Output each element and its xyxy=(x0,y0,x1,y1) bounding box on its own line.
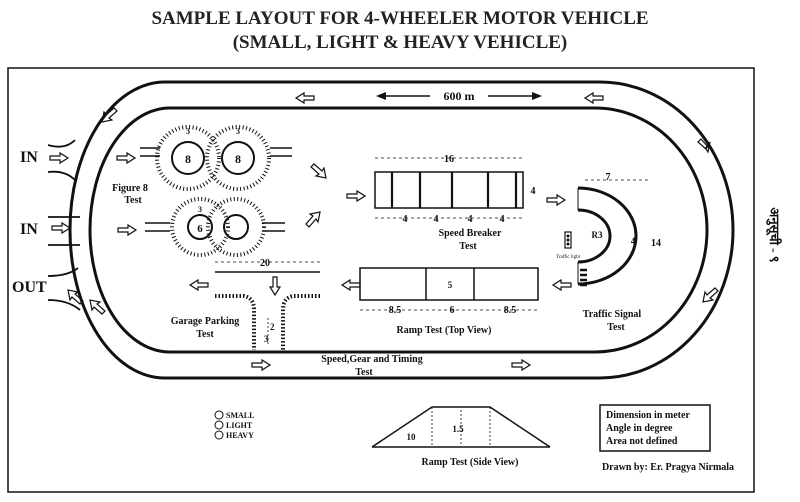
legend-item-heavy: HEAVY xyxy=(226,431,254,440)
speed-breaker-height: 4 xyxy=(531,186,536,197)
garage-depth-b: 3 xyxy=(264,334,269,344)
garage-parking-test: 20 2 3 xyxy=(215,258,320,350)
traffic-signal-label-line2: Test xyxy=(607,322,625,333)
speed-breaker-width: 16 xyxy=(444,154,454,165)
traffic-signal-right-dim: 14 xyxy=(651,238,661,249)
arrow-right-icon xyxy=(116,151,137,165)
traffic-light-label: Traffic light xyxy=(556,255,581,260)
note-area: Area not defined xyxy=(606,436,678,447)
arrow-down-icon xyxy=(268,276,282,297)
ramp-top-middle-dim: 6 xyxy=(450,305,455,316)
arrow-up-right-icon xyxy=(305,211,321,228)
speed-breaker-gap: 4 xyxy=(403,214,408,225)
speed-breaker-test: 16 4 4 4 4 4 xyxy=(374,154,536,225)
arrow-left-icon xyxy=(551,278,572,292)
arrow-left-icon xyxy=(340,278,361,292)
figure8-bottom-upper-dim: 3 xyxy=(198,205,202,214)
arrow-down-right-icon xyxy=(310,163,327,179)
track-length-label: 600 m xyxy=(444,89,475,103)
arrow-down-left-icon xyxy=(67,289,84,305)
legend-item-light: LIGHT xyxy=(226,421,253,430)
note-dimension: Dimension in meter xyxy=(606,410,690,421)
traffic-signal-test: 7 R3 4 14 Traffic light xyxy=(556,172,661,287)
speed-breaker-label-line1: Speed Breaker xyxy=(439,228,502,239)
traffic-light-icon xyxy=(564,231,572,249)
speed-gear-timing-label-line1: Speed,Gear and Timing xyxy=(321,354,422,365)
ramp-top-right-dim: 8.5 xyxy=(504,305,517,316)
title-line-2: (SMALL, LIGHT & HEAVY VEHICLE) xyxy=(233,32,568,53)
arrow-right-icon xyxy=(117,223,138,237)
figure8-bottom-left-dim: 6 xyxy=(197,223,203,235)
exit-label: OUT xyxy=(12,279,47,296)
direction-arrows xyxy=(49,91,719,372)
arrow-down-left-icon xyxy=(89,299,106,315)
ramp-top-label: Ramp Test (Top View) xyxy=(397,325,492,336)
arrow-right-icon xyxy=(511,358,532,372)
garage-depth-a: 2 xyxy=(270,322,275,332)
vehicle-legend: SMALL LIGHT HEAVY xyxy=(214,410,254,440)
entry-label-1: IN xyxy=(20,149,38,166)
arrow-up-right-icon xyxy=(697,138,711,154)
arrow-right-icon xyxy=(546,193,567,207)
arrow-down-left-icon xyxy=(702,287,719,303)
arrow-right-icon xyxy=(49,151,70,165)
notes-box: Dimension in meter Angle in degree Area … xyxy=(599,404,711,452)
ramp-side-view: 10 1.5 xyxy=(371,406,551,448)
speed-gear-timing-label-line2: Test xyxy=(355,367,373,378)
arrow-right-icon xyxy=(51,221,72,235)
traffic-signal-width-dim: 4 xyxy=(631,236,636,246)
ramp-top-left-dim: 8.5 xyxy=(389,305,402,316)
arrow-left-icon xyxy=(188,278,209,292)
arrow-left-icon xyxy=(583,91,604,105)
figure8-label-line2: Test xyxy=(124,195,142,206)
entry-lanes xyxy=(47,139,81,311)
track-length-dimension: 600 m xyxy=(376,89,542,103)
speed-breaker-gap: 4 xyxy=(434,214,439,225)
title-line-1: SAMPLE LAYOUT FOR 4-WHEELER MOTOR VEHICL… xyxy=(151,8,648,29)
outer-frame xyxy=(7,67,755,493)
traffic-signal-radius: R3 xyxy=(592,230,603,240)
figure8-test-top: 8 8 3 3 xyxy=(140,125,292,191)
speed-breaker-gap: 4 xyxy=(468,214,473,225)
traffic-signal-top-dim: 7 xyxy=(606,172,611,183)
garage-label-line2: Test xyxy=(196,329,214,340)
figure8-top-right-dim: 8 xyxy=(235,152,241,166)
figure8-top-dim-b: 3 xyxy=(236,127,240,136)
arrow-left-icon xyxy=(294,91,315,105)
entry-label-2: IN xyxy=(20,221,38,238)
margin-note: अनुसूची - ९ xyxy=(766,207,782,262)
arrow-up-left-icon xyxy=(101,107,118,123)
speed-breaker-label-line2: Test xyxy=(459,241,477,252)
figure8-test-bottom: 6 3 xyxy=(145,197,285,257)
arrow-right-icon xyxy=(251,358,272,372)
arrow-right-icon xyxy=(346,189,367,203)
garage-width-dim: 20 xyxy=(260,258,270,269)
track-outer-edge xyxy=(68,80,735,380)
ramp-side-angle: 10 xyxy=(407,432,417,442)
drawn-by: Drawn by: Er. Pragya Nirmala xyxy=(602,462,734,473)
legend-item-small: SMALL xyxy=(226,411,254,420)
speed-breaker-gap: 4 xyxy=(500,214,505,225)
traffic-signal-label-line1: Traffic Signal xyxy=(583,309,642,320)
figure8-top-left-dim: 8 xyxy=(185,152,191,166)
ramp-side-label: Ramp Test (Side View) xyxy=(422,457,519,468)
track-inner-edge xyxy=(88,106,709,354)
figure8-top-dim-a: 3 xyxy=(186,127,190,136)
ramp-top-view: 5 8.5 6 8.5 xyxy=(359,267,539,316)
figure8-label-line1: Figure 8 xyxy=(112,183,148,194)
ramp-top-center-dim: 5 xyxy=(448,280,453,290)
note-angle: Angle in degree xyxy=(606,423,673,434)
garage-label-line1: Garage Parking xyxy=(171,316,240,327)
ramp-side-height: 1.5 xyxy=(452,424,464,434)
